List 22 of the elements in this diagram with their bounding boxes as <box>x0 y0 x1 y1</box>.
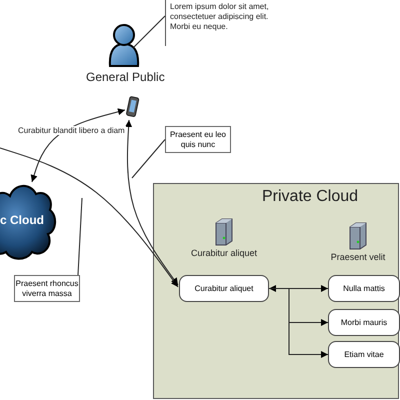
note-box: Praesent rhoncus viverra massa <box>14 275 80 302</box>
process-box: Curabitur aliquet <box>179 275 269 302</box>
server-label: Praesent velit <box>330 252 386 262</box>
tablet-icon <box>125 96 140 120</box>
arrow <box>125 120 178 286</box>
leader-line <box>132 139 166 178</box>
panel-title: Private Cloud <box>262 188 358 206</box>
server-label: Curabitur aliquet <box>190 248 258 258</box>
leader-line <box>78 198 82 276</box>
arrow <box>268 285 328 292</box>
edge-label: Curabitur blandit libero a diam <box>17 126 126 135</box>
arrow <box>30 108 126 182</box>
person-label: General Public <box>86 70 162 84</box>
cloud-panel <box>153 183 399 399</box>
cloud-label: c Cloud <box>0 213 44 227</box>
note-text: Lorem ipsum dolor sit amet, consectetuer adipiscing elit. Morbi eu neque. <box>165 0 269 46</box>
process-box: Morbi mauris <box>328 309 400 336</box>
leader-line <box>132 16 166 48</box>
process-box: Etiam vitae <box>328 341 400 368</box>
arrow <box>0 148 178 288</box>
process-box: Nulla mattis <box>328 275 400 302</box>
note-box: Praesent eu leo quis nunc <box>165 126 231 153</box>
